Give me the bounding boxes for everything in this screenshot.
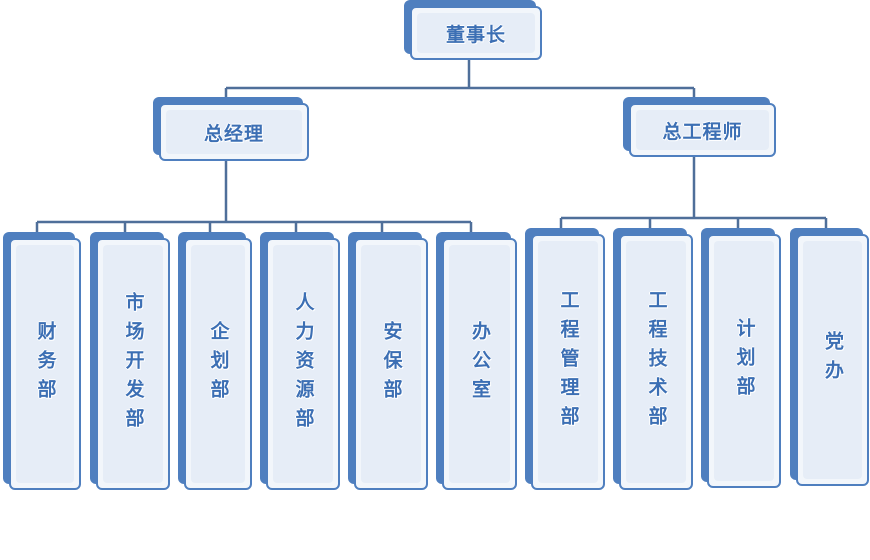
node-label: 总工程师 [662,120,743,143]
node-label: 党办 [822,331,844,389]
node-label: 市场开发部 [122,291,145,437]
node-engineering-tech-dept: 工程技术部 [613,228,693,490]
node-hr-dept: 人力资源部 [260,232,340,490]
node-office: 办公室 [436,232,517,490]
node-general-manager: 总经理 [153,97,309,161]
node-chief-engineer: 总工程师 [623,97,776,157]
node-security-dept: 安保部 [348,232,428,490]
node-label: 董事长 [445,23,506,46]
node-market-dev-dept: 市场开发部 [90,232,170,490]
node-label: 企划部 [207,320,230,408]
node-finance-dept: 财务部 [3,232,81,490]
node-planning-dept: 企划部 [178,232,252,490]
node-label: 工程技术部 [645,289,668,435]
node-label: 计划部 [733,317,756,405]
node-label: 安保部 [380,320,403,408]
node-label: 工程管理部 [557,289,580,435]
node-label: 总经理 [203,122,264,145]
node-label: 财务部 [34,320,57,408]
node-label: 人力资源部 [292,291,315,437]
node-plan-dept: 计划部 [701,228,781,488]
node-engineering-mgmt-dept: 工程管理部 [525,228,605,490]
node-chairman: 董事长 [404,0,542,60]
node-party-office: 党办 [790,228,869,486]
node-label: 办公室 [469,320,491,408]
